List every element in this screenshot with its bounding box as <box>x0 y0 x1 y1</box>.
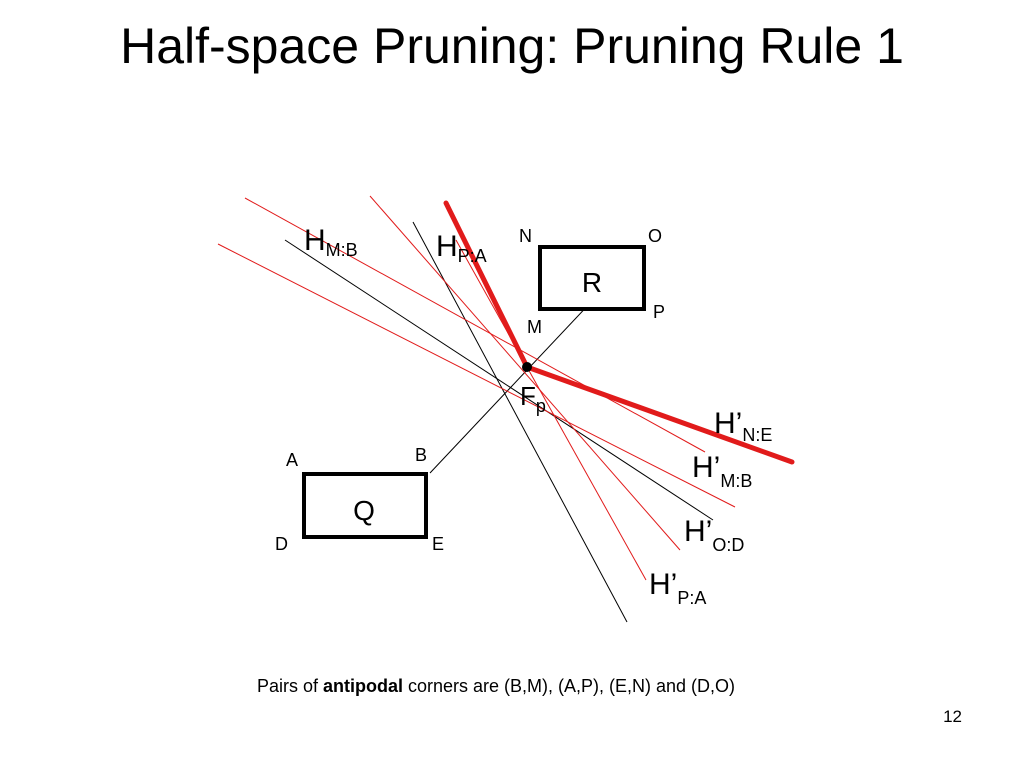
label-h-prime-pa: H’P:A <box>649 568 706 608</box>
caption-suffix: corners are (B,M), (A,P), (E,N) and (D,O… <box>402 676 736 696</box>
corner-b-label: B <box>415 445 427 465</box>
corner-p-label: P <box>653 302 665 322</box>
caption-bold-word: antipodal <box>322 676 403 696</box>
label-h-prime-mb: H’M:B <box>692 451 752 491</box>
caption: Pairs of antipodal corners are (B,M), (A… <box>0 673 992 699</box>
rectangle-q <box>302 472 428 539</box>
label-h-prime-ne: H’N:E <box>714 407 772 445</box>
thick-red-ray-right <box>524 364 795 465</box>
rect-q-label: Q <box>353 495 375 526</box>
corner-a-label: A <box>286 450 298 470</box>
red-line-1 <box>217 243 736 508</box>
slide-title: Half-space Pruning: Pruning Rule 1 <box>120 18 904 74</box>
fp-point <box>522 362 532 372</box>
corner-m-label: M <box>527 317 542 337</box>
corner-n-label: N <box>519 226 532 246</box>
corner-o-label: O <box>648 226 662 246</box>
slide-number: 12 <box>943 707 962 726</box>
fp-label: Fp <box>520 381 546 416</box>
red-line-2 <box>244 197 706 453</box>
thick-red-ray-upper <box>443 200 530 370</box>
corner-e-label: E <box>432 534 444 554</box>
label-h-pa: HP:A <box>436 230 487 266</box>
rectangle-r <box>538 245 646 311</box>
corner-d-label: D <box>275 534 288 554</box>
black-line-shallow <box>284 239 714 521</box>
black-line-steep <box>412 221 628 623</box>
caption-prefix: Pairs of <box>256 676 323 696</box>
red-line-4 <box>455 239 647 581</box>
label-h-prime-od: H’O:D <box>684 515 744 555</box>
label-h-mb: HM:B <box>304 224 358 260</box>
red-line-3 <box>369 195 681 551</box>
rect-r-label: R <box>582 267 602 298</box>
